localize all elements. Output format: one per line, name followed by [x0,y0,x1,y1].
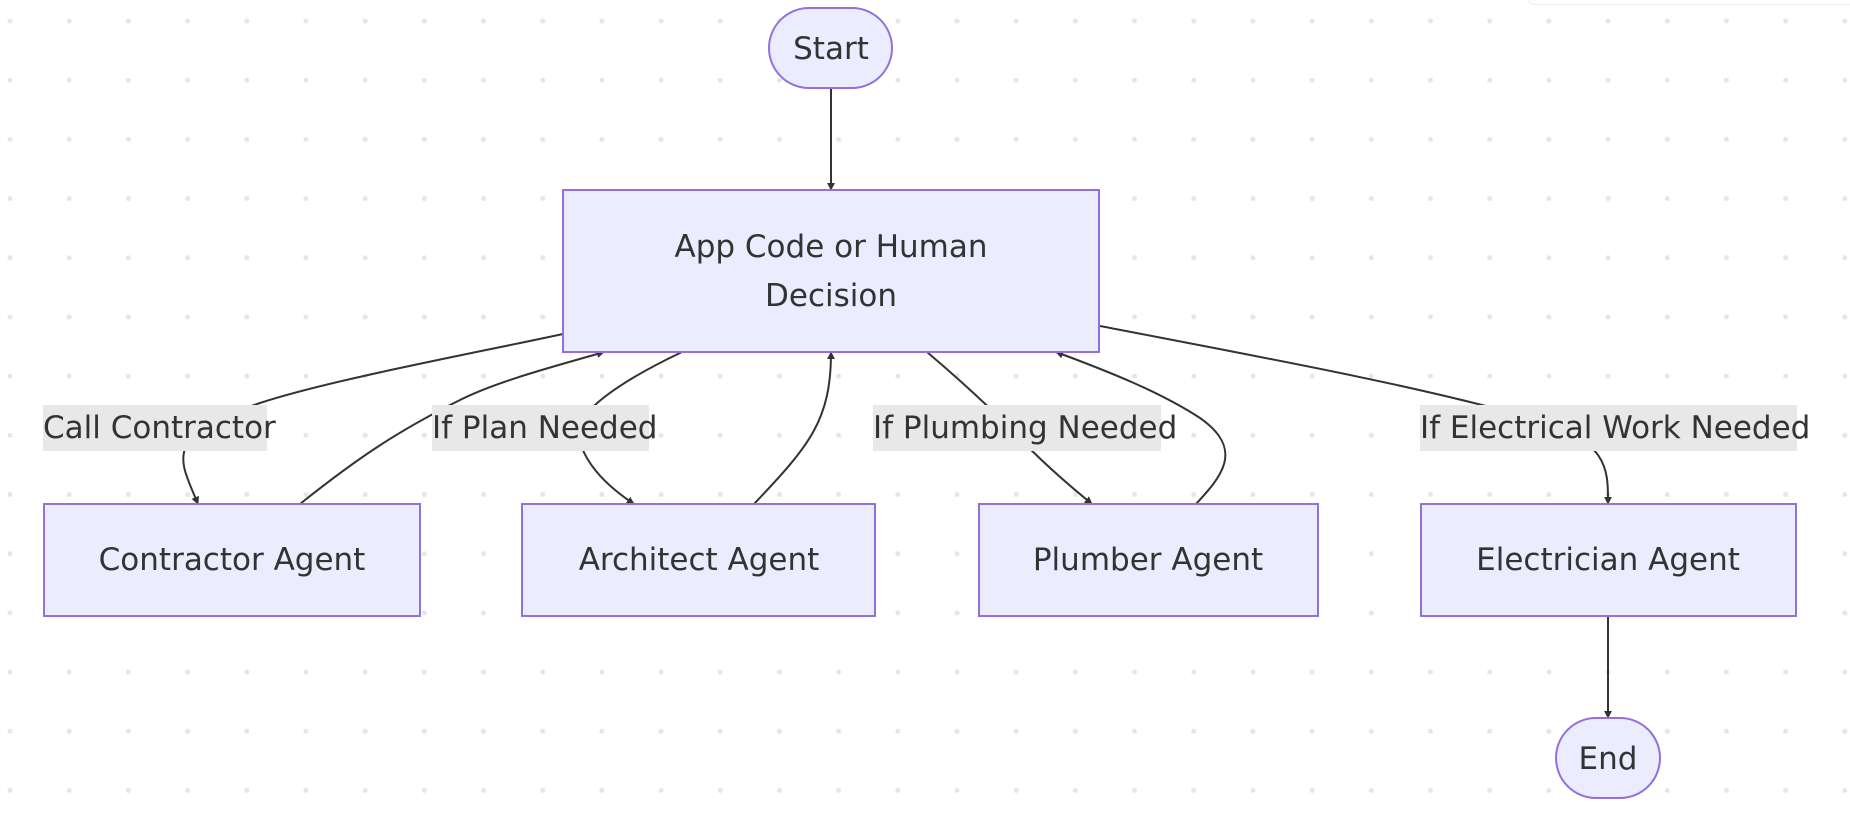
edge-label-if-plan-needed: If Plan Needed [432,405,657,451]
node-plumber-agent: Plumber Agent [978,503,1319,617]
edge-contractor-to-decision [299,350,605,505]
edge-decision-to-contractor [182,333,564,505]
edge-decision-to-electrician [1099,325,1613,505]
nodes: Start App Code or Human Decision Contrac… [43,7,1797,799]
edge-label-if-electrical-needed: If Electrical Work Needed [1420,405,1810,451]
edge-plumber-to-decision [1055,350,1227,505]
node-start-label: Start [793,31,869,67]
node-start: Start [768,7,893,89]
node-end-label: End [1579,741,1638,777]
edge-label-if-electrical-needed-text: If Electrical Work Needed [1420,410,1810,446]
node-electrician-agent-label: Electrician Agent [1476,542,1740,578]
node-plumber-agent-label: Plumber Agent [1033,542,1263,578]
edge-labels: Call Contractor If Plan Needed If Plumbi… [43,405,1810,451]
node-decision-label-line1: App Code or Human [675,229,988,265]
edges [182,88,1613,719]
node-decision: App Code or Human Decision [562,189,1100,353]
edge-label-call-contractor-text: Call Contractor [43,410,276,446]
node-decision-label-line2: Decision [765,278,897,314]
node-architect-agent-label: Architect Agent [579,542,820,578]
edge-architect-to-decision [753,351,835,505]
edge-label-if-plumbing-needed-text: If Plumbing Needed [873,410,1177,446]
top-panel-tab [1528,0,1850,5]
node-end: End [1555,717,1661,799]
edge-label-call-contractor: Call Contractor [43,405,276,451]
node-architect-agent: Architect Agent [521,503,876,617]
node-contractor-agent-label: Contractor Agent [99,542,366,578]
node-electrician-agent: Electrician Agent [1420,503,1797,617]
edge-label-if-plumbing-needed: If Plumbing Needed [873,405,1177,451]
edge-label-if-plan-needed-text: If Plan Needed [432,410,657,446]
node-contractor-agent: Contractor Agent [43,503,421,617]
